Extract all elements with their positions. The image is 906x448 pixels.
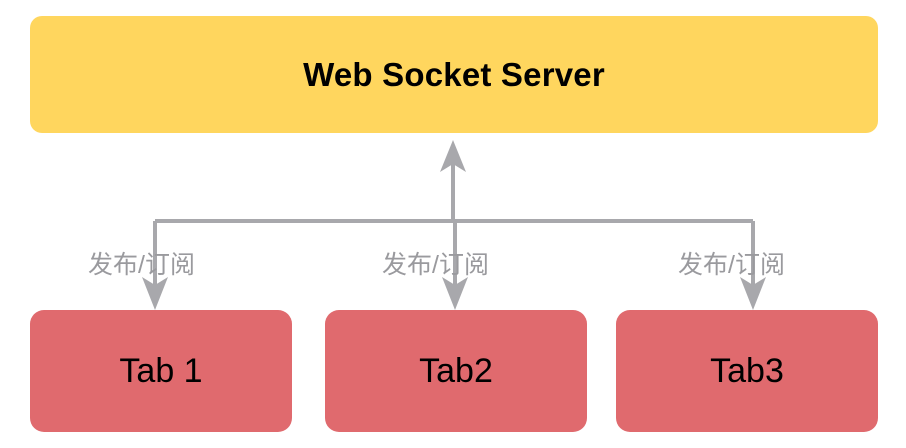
node-label-tab-2: Tab2 [419,351,493,390]
node-label-server: Web Socket Server [303,55,605,93]
node-tab-1[interactable]: Tab 1 [30,310,292,432]
node-tab-3[interactable]: Tab3 [616,310,878,432]
node-label-tab-1: Tab 1 [119,351,203,390]
edge-label-right: 发布/订阅 [678,251,785,279]
node-tab-2[interactable]: Tab2 [325,310,587,432]
edge-label-left: 发布/订阅 [88,251,195,279]
node-label-tab-3: Tab3 [710,351,784,390]
edge-label-middle: 发布/订阅 [382,251,489,279]
edge-uplink [440,140,466,221]
node-web-socket-server[interactable]: Web Socket Server [30,16,878,133]
